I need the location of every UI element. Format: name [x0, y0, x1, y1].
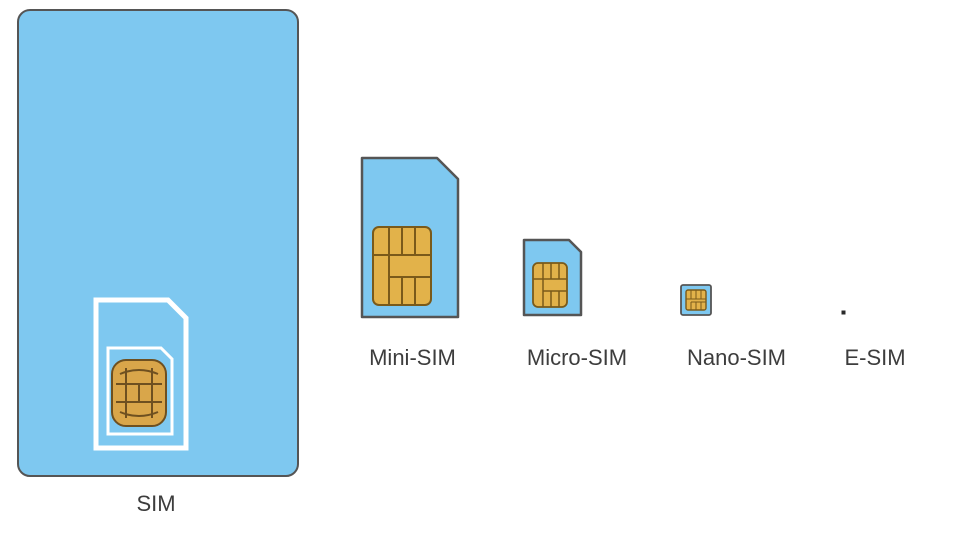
nano-sim-icon [680, 284, 712, 316]
esim-card [839, 308, 849, 318]
sim-card-with-chip-icon [17, 9, 299, 477]
nano-sim-card [679, 283, 713, 317]
micro-sim-card [521, 237, 584, 318]
esim-dot-icon [841, 310, 846, 315]
nano-sim-label: Nano-SIM [686, 345, 787, 370]
mini-sim-card [359, 155, 461, 320]
sim-label: SIM [136, 491, 176, 516]
sim-card [16, 8, 300, 478]
micro-sim-icon [522, 238, 583, 317]
micro-sim-label: Micro-SIM [526, 345, 628, 370]
mini-sim-label: Mini-SIM [369, 345, 456, 370]
esim-label: E-SIM [844, 345, 906, 370]
mini-sim-icon [360, 156, 460, 319]
